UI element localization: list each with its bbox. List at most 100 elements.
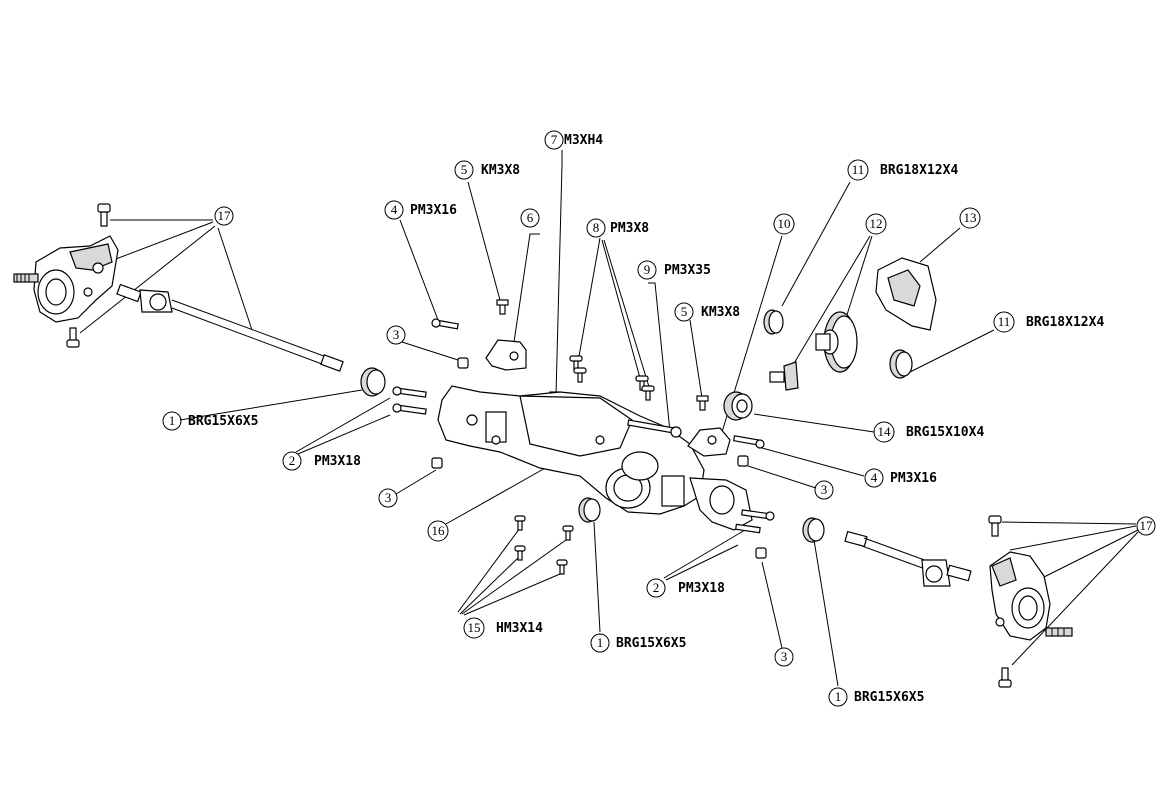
insert-3d <box>755 547 767 559</box>
leader-15-3 <box>461 539 567 615</box>
callout-5a: 5 KM3X8 <box>454 160 520 180</box>
leader-lines <box>79 150 1139 687</box>
leader-16 <box>445 461 557 525</box>
leader-11a <box>781 181 851 307</box>
ring-gear-12 <box>815 311 858 373</box>
leader-5b <box>689 319 703 399</box>
callout-1c: 1 BRG15X6X5 <box>828 687 924 707</box>
link-mount-6 <box>485 339 527 371</box>
leader-17a-3 <box>79 225 216 334</box>
leader-1b <box>593 521 601 633</box>
callout-11b-spec: BRG18X12X4 <box>1026 315 1104 330</box>
callout-7-number: 7 <box>551 132 558 147</box>
callout-1c-spec: BRG15X6X5 <box>854 690 924 705</box>
callout-2a: 2 PM3X18 <box>282 451 361 471</box>
leader-13 <box>919 227 961 263</box>
callout-8: 8 PM3X8 <box>586 218 649 238</box>
diff-cover-13 <box>875 257 937 331</box>
callout-3c: 3 <box>814 480 834 500</box>
callout-3a: 3 <box>386 325 406 345</box>
callout-7-spec: M3XH4 <box>564 133 603 148</box>
callout-2a-spec: PM3X18 <box>314 454 361 469</box>
leader-2b-1 <box>663 529 746 579</box>
callout-1b: 1 BRG15X6X5 <box>590 633 686 653</box>
callout-2a-number: 2 <box>289 453 296 468</box>
callout-14-number: 14 <box>878 424 892 439</box>
screw-9 <box>627 419 682 438</box>
leader-1c <box>813 539 839 687</box>
leader-8-2 <box>601 239 641 379</box>
left-drive-shaft <box>116 283 344 372</box>
callout-12: 12 <box>865 213 887 235</box>
callout-15-spec: HM3X14 <box>496 621 543 636</box>
callout-4b: 4 PM3X16 <box>864 468 937 488</box>
callout-3d: 3 <box>774 647 794 667</box>
insert-3b <box>431 457 443 469</box>
callout-4a: 4 PM3X16 <box>384 200 457 220</box>
right-steering-knuckle <box>989 551 1073 641</box>
leader-15-1 <box>457 527 521 613</box>
screw-5a <box>496 299 509 315</box>
callout-11a: 11 BRG18X12X4 <box>847 159 958 181</box>
callout-9-spec: PM3X35 <box>664 263 711 278</box>
callout-1a-spec: BRG15X6X5 <box>188 414 258 429</box>
callout-6-number: 6 <box>527 210 534 225</box>
leader-9 <box>648 282 671 433</box>
callout-13-number: 13 <box>964 210 977 225</box>
screws-15 <box>514 515 574 575</box>
screw-17a-bottom <box>66 327 80 348</box>
callout-13: 13 <box>959 207 981 229</box>
leader-2a-2 <box>297 414 391 455</box>
bearing-11b <box>889 349 913 379</box>
leader-8-3 <box>603 239 651 391</box>
callout-1a-number: 1 <box>169 413 176 428</box>
callout-17a: 17 <box>214 206 234 226</box>
leader-14 <box>753 413 875 433</box>
callout-5a-spec: KM3X8 <box>481 163 520 178</box>
leader-4b <box>761 447 865 477</box>
bearing-10 <box>763 309 784 335</box>
callout-2b: 2 PM3X18 <box>646 578 725 598</box>
callout-9-number: 9 <box>644 262 651 277</box>
callout-3d-number: 3 <box>781 649 788 664</box>
callout-7: 7 M3XH4 <box>544 130 603 150</box>
callout-5b-spec: KM3X8 <box>701 305 740 320</box>
callout-4b-spec: PM3X16 <box>890 471 937 486</box>
screws-2a <box>392 386 427 415</box>
parts <box>13 203 1073 688</box>
callout-8-spec: PM3X8 <box>610 221 649 236</box>
bearing-1a <box>360 367 386 397</box>
callout-3c-number: 3 <box>821 482 828 497</box>
leader-15-2 <box>459 557 519 615</box>
callout-17b-number: 17 <box>1140 518 1154 533</box>
screw-5b <box>696 395 709 411</box>
leader-1a <box>179 389 363 421</box>
leader-17b-1 <box>1001 521 1137 525</box>
callout-11b-number: 11 <box>998 314 1011 329</box>
callout-14: 14 BRG15X10X4 <box>873 421 984 443</box>
callout-3a-number: 3 <box>393 327 400 342</box>
leader-12-2 <box>845 235 873 319</box>
callout-4a-number: 4 <box>391 202 398 217</box>
callout-1c-number: 1 <box>835 689 842 704</box>
leader-17b-4 <box>1011 531 1139 666</box>
callout-2b-spec: PM3X18 <box>678 581 725 596</box>
leader-17b-3 <box>1029 529 1139 585</box>
leader-2a-1 <box>295 397 391 453</box>
axle-housing-16 <box>437 385 753 531</box>
callout-9: 9 PM3X35 <box>637 260 711 280</box>
leader-8-1 <box>577 237 601 363</box>
callout-5b-number: 5 <box>681 304 688 319</box>
callout-4b-number: 4 <box>871 470 878 485</box>
callout-4a-spec: PM3X16 <box>410 203 457 218</box>
callout-1b-spec: BRG15X6X5 <box>616 636 686 651</box>
link-mount-right <box>687 427 731 457</box>
bearing-14 <box>723 391 753 421</box>
callout-14-spec: BRG15X10X4 <box>906 425 984 440</box>
screw-17a-top <box>97 203 111 227</box>
callout-15-number: 15 <box>468 620 481 635</box>
callout-17a-number: 17 <box>218 208 232 223</box>
callout-10-number: 10 <box>778 216 791 231</box>
leader-12-1 <box>789 235 871 371</box>
callout-1a: 1 BRG15X6X5 <box>162 411 258 431</box>
